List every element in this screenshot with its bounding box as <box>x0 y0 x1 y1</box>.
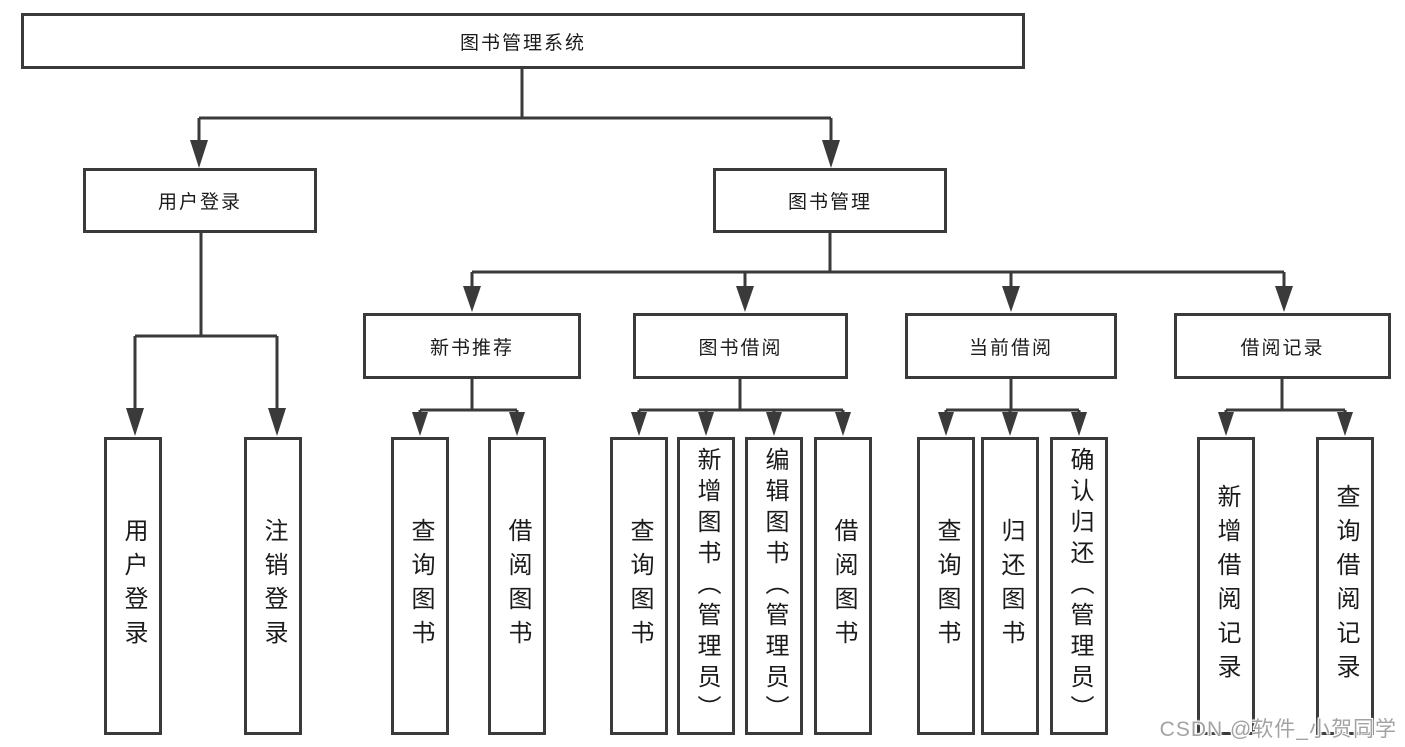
leaf-borrow-books: 借阅图书 <box>814 437 872 735</box>
node-label: 借阅记录 <box>1240 337 1325 359</box>
leaf-label: 查询借阅记录 <box>1332 484 1359 688</box>
leaf-label: 归还图书 <box>997 518 1024 654</box>
leaf-label: 新增借阅记录 <box>1213 484 1240 688</box>
leaf-query-books-borrow: 查询图书 <box>610 437 668 735</box>
leaf-label: 查询图书 <box>626 518 653 654</box>
node-label: 图书借阅 <box>698 337 783 359</box>
node-new-book-recommend: 新书推荐 <box>363 313 581 379</box>
leaf-query-borrow-record: 查询借阅记录 <box>1316 437 1374 735</box>
node-library-management-system: 图书管理系统 <box>21 13 1025 69</box>
node-label: 当前借阅 <box>968 337 1053 359</box>
leaf-label: 注销登录 <box>260 518 287 654</box>
node-book-management: 图书管理 <box>713 168 947 233</box>
leaf-query-books-recommend: 查询图书 <box>391 437 449 735</box>
leaf-add-book-admin: 新增图书（管理员） <box>677 437 735 735</box>
leaf-label: 新增图书（管理员） <box>693 446 720 726</box>
leaf-label: 查询图书 <box>933 518 960 654</box>
leaf-edit-book-admin: 编辑图书（管理员） <box>745 437 803 735</box>
leaf-label: 借阅图书 <box>830 518 857 654</box>
leaf-label: 查询图书 <box>407 518 434 654</box>
leaf-borrow-books-recommend: 借阅图书 <box>488 437 546 735</box>
node-book-borrowing: 图书借阅 <box>633 313 848 379</box>
node-label: 图书管理 <box>787 192 872 213</box>
leaf-query-books-current: 查询图书 <box>917 437 975 735</box>
csdn-watermark: CSDN @软件_小贺同学 <box>1159 718 1397 741</box>
leaf-label: 借阅图书 <box>504 518 531 654</box>
leaf-add-borrow-record: 新增借阅记录 <box>1197 437 1255 735</box>
leaf-label: 编辑图书（管理员） <box>761 446 788 726</box>
leaf-logout: 注销登录 <box>244 437 302 735</box>
node-current-borrowing: 当前借阅 <box>905 313 1117 379</box>
leaf-label: 用户登录 <box>120 518 147 654</box>
leaf-label: 确认归还（管理员） <box>1066 446 1093 726</box>
node-borrowing-records: 借阅记录 <box>1174 313 1391 379</box>
leaf-return-book: 归还图书 <box>981 437 1039 735</box>
node-label: 用户登录 <box>157 192 242 213</box>
leaf-user-login: 用户登录 <box>104 437 162 735</box>
leaf-confirm-return-admin: 确认归还（管理员） <box>1050 437 1108 735</box>
node-label: 新书推荐 <box>429 337 514 359</box>
node-user-login: 用户登录 <box>83 168 317 233</box>
node-label: 图书管理系统 <box>459 32 586 54</box>
